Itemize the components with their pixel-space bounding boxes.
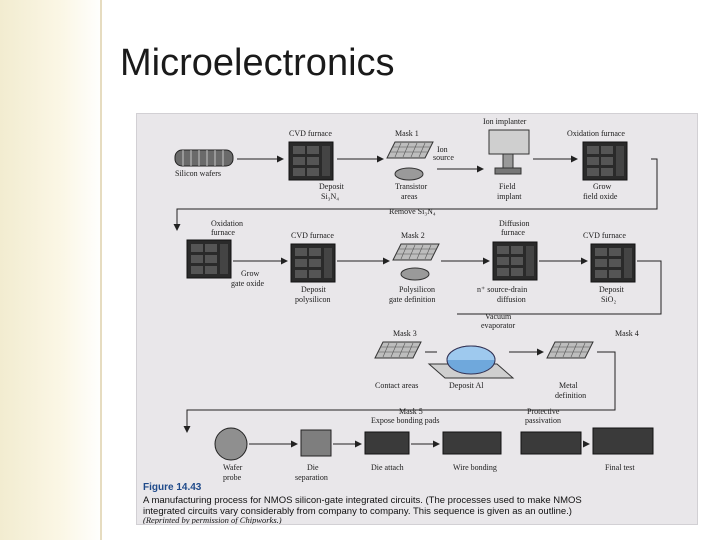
label-separation: separation [295,473,328,482]
slide-sidebar-decoration [0,0,104,540]
label-remove-si3n4: Remove Si₃N₄ [389,207,436,216]
label-n-source-drain: n⁺ source-drain [477,285,527,294]
label-mask-5: Mask 5 [399,407,423,416]
label-deposit-al: Deposit Al [449,381,484,390]
label-furnace: furnace [211,228,235,237]
final-test-chip-icon [592,427,654,455]
label-probe: probe [223,473,242,482]
label-passivation: passivation [525,416,561,425]
wire-bonding-icon [442,431,502,455]
mask-1-icon [386,141,434,159]
die-attach-icon [364,431,410,455]
label-protective: Protective [527,407,560,416]
label-source: source [433,153,454,162]
label-contact-areas: Contact areas [375,381,418,390]
label-vacuum: Vacuum [485,312,512,321]
label-transistor: Transistor [395,182,427,191]
wafer-probe-icon [214,427,248,461]
figure-credit: (Reprinted by permission of Chipworks.) [143,515,282,524]
vacuum-evaporator-icon [427,345,515,379]
cvd-furnace-3-icon [590,243,636,283]
label-cvd-furnace-1: CVD furnace [289,129,332,138]
label-silicon-wafers: Silicon wafers [175,169,221,178]
flow-arrow-row1-to-row2 [173,158,658,231]
label-oxidation-furnace-1: Oxidation furnace [567,129,625,138]
cvd-furnace-2-icon [290,243,336,283]
label-grow-2: Grow [241,269,259,278]
label-implant: implant [497,192,522,201]
sidebar-divider [100,0,102,540]
label-metal: Metal [559,381,578,390]
label-mask-2: Mask 2 [401,231,425,240]
label-wafer: Wafer [223,463,243,472]
label-cvd-furnace-3: CVD furnace [583,231,626,240]
label-cvd-furnace-2: CVD furnace [291,231,334,240]
figure-caption-line-2: integrated circuits vary considerably fr… [143,506,572,517]
figure-caption-line-1: A manufacturing process for NMOS silicon… [143,495,582,506]
label-die: Die [307,463,319,472]
label-definition: definition [555,391,586,400]
oxidation-furnace-2-icon [186,239,232,279]
mask-3-icon [374,341,422,359]
label-field-oxide: field oxide [583,192,618,201]
label-grow: Grow [593,182,611,191]
label-die-attach: Die attach [371,463,404,472]
label-wire-bonding: Wire bonding [453,463,497,472]
label-sio2: SiO₂ [601,295,616,304]
mask-4-icon [546,341,594,359]
label-field: Field [499,182,515,191]
diffusion-furnace-icon [492,241,538,281]
label-mask-3: Mask 3 [393,329,417,338]
label-areas: areas [401,192,417,201]
label-expose-bonding-pads: Expose bonding pads [371,416,439,425]
wafer-polysilicon-icon [400,267,430,281]
label-deposit: Deposit [319,182,345,191]
label-deposit-3: Deposit [599,285,625,294]
process-flow-diagram: Silicon wafers CVD furnace Deposit Si₃N₄… [143,117,662,524]
flow-arrow-row2-to-row3 [457,260,662,315]
ion-implanter-icon [488,129,530,175]
slide-title: Microelectronics [120,42,395,84]
mask-2-icon [392,243,440,261]
flow-arrow-row3-to-row4 [183,351,616,433]
cvd-furnace-1-icon [288,141,334,181]
label-furnace-2: furnace [501,228,525,237]
label-mask-4: Mask 4 [615,329,639,338]
label-mask-1: Mask 1 [395,129,419,138]
label-diffusion: Diffusion [499,219,530,228]
die-separation-icon [300,429,332,457]
label-final-test: Final test [605,463,635,472]
label-gate-oxide: gate oxide [231,279,265,288]
silicon-wafers-stack [174,149,234,167]
label-diffusion-2: diffusion [497,295,526,304]
label-gate-definition: gate definition [389,295,435,304]
label-oxidation: Oxidation [211,219,243,228]
label-deposit-2: Deposit [301,285,327,294]
label-polysilicon: polysilicon [295,295,331,304]
label-si3n4: Si₃N₄ [321,192,339,201]
figure-number: Figure 14.43 [143,482,202,493]
label-evaporator: evaporator [481,321,516,330]
protective-passivation-icon [520,431,582,455]
oxidation-furnace-1-icon [582,141,628,181]
label-ion-implanter: Ion implanter [483,117,527,126]
label-ion: Ion [437,145,448,154]
process-flow-figure: Silicon wafers CVD furnace Deposit Si₃N₄… [136,113,698,525]
label-polysilicon-gate: Polysilicon [399,285,435,294]
wafer-transistor-areas-icon [394,167,424,181]
